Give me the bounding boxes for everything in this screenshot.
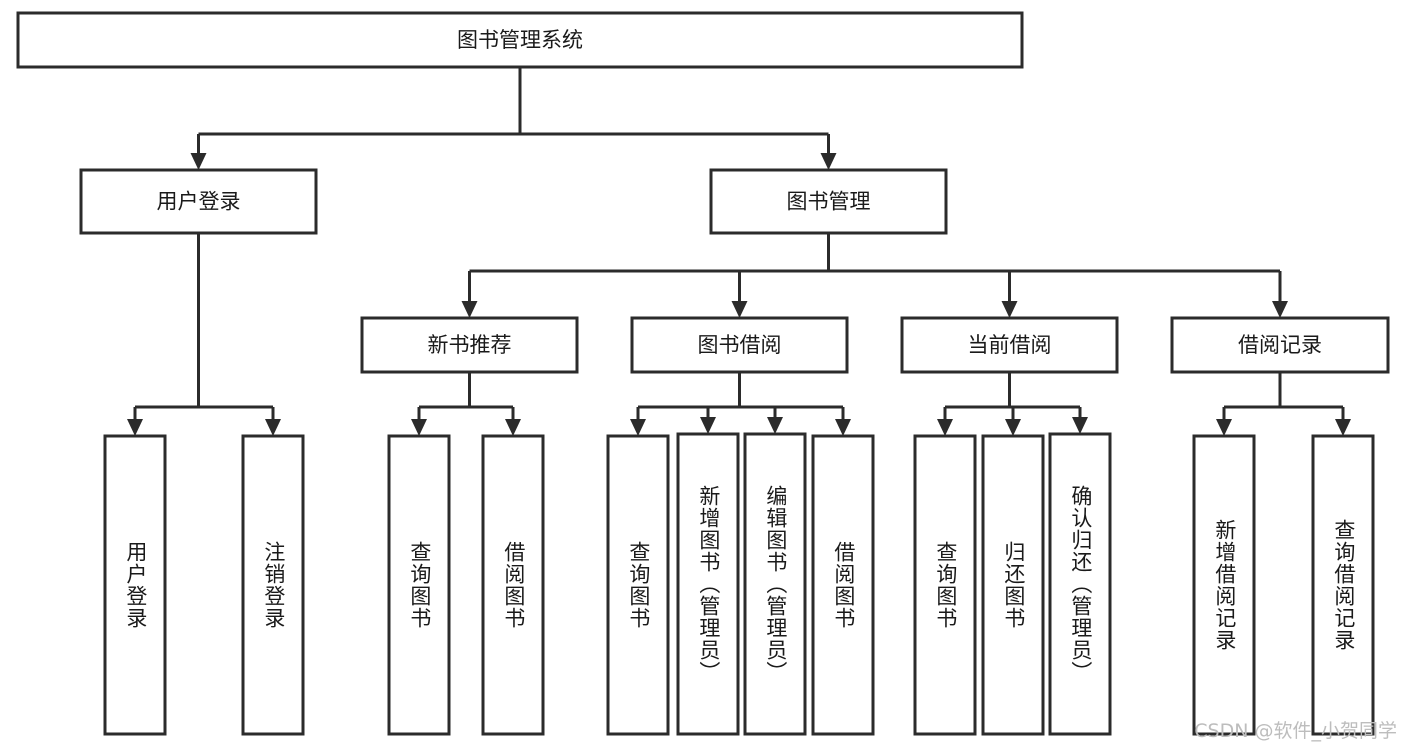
- node-box-leaf-cb-return[interactable]: [981, 434, 1045, 736]
- node-box-user-login[interactable]: [79, 168, 318, 235]
- arrow-head: [265, 419, 281, 436]
- arrow-head: [505, 419, 521, 436]
- connector-layer: [127, 67, 1351, 436]
- node-box-current-borrow[interactable]: [900, 316, 1119, 374]
- node-label-book-borrow: 图书借阅: [698, 333, 782, 357]
- arrow-head: [630, 419, 646, 436]
- arrow-head: [700, 417, 716, 434]
- arrow-head: [190, 153, 207, 170]
- node-box-leaf-cb-query[interactable]: [913, 434, 977, 736]
- arrow-head: [767, 417, 783, 434]
- node-box-book-manage[interactable]: [709, 168, 948, 235]
- arrow-head: [1272, 301, 1288, 318]
- arrow-head: [1335, 419, 1351, 436]
- node-box-root[interactable]: [16, 11, 1024, 69]
- node-box-leaf-cb-confirm[interactable]: [1048, 432, 1112, 736]
- arrow-head: [820, 153, 837, 170]
- node-box-leaf-user-logout[interactable]: [241, 434, 305, 736]
- node-box-leaf-br-query[interactable]: [1311, 434, 1375, 736]
- arrow-head: [1072, 417, 1088, 434]
- arrow-head: [937, 419, 953, 436]
- node-label-borrow-record: 借阅记录: [1238, 333, 1322, 357]
- node-label-root: 图书管理系统: [457, 28, 583, 52]
- node-box-leaf-bb-add[interactable]: [676, 432, 740, 736]
- arrow-head: [835, 419, 851, 436]
- node-box-borrow-record[interactable]: [1170, 316, 1390, 374]
- arrow-head: [1005, 419, 1021, 436]
- node-box-leaf-user-login[interactable]: [103, 434, 167, 736]
- watermark-text: CSDN @软件_小贺同学: [1194, 720, 1397, 742]
- node-box-leaf-rec-borrow[interactable]: [481, 434, 545, 736]
- arrow-head: [461, 301, 478, 318]
- node-label-current-borrow: 当前借阅: [968, 333, 1052, 357]
- node-box-leaf-bb-borrow[interactable]: [811, 434, 875, 736]
- arrow-head: [411, 419, 427, 436]
- node-label-user-login: 用户登录: [157, 190, 241, 214]
- node-box-new-book-rec[interactable]: [360, 316, 579, 374]
- arrow-head: [127, 419, 143, 436]
- arrow-head: [731, 301, 748, 318]
- node-label-new-book-rec: 新书推荐: [428, 333, 512, 357]
- node-label-book-manage: 图书管理: [787, 190, 871, 214]
- arrow-head: [1001, 301, 1018, 318]
- node-box-book-borrow[interactable]: [630, 316, 849, 374]
- node-box-leaf-bb-query[interactable]: [606, 434, 670, 736]
- node-box-leaf-rec-query[interactable]: [387, 434, 451, 736]
- arrow-head: [1216, 419, 1232, 436]
- node-box-leaf-br-add[interactable]: [1192, 434, 1256, 736]
- node-box-leaf-bb-edit[interactable]: [743, 432, 807, 736]
